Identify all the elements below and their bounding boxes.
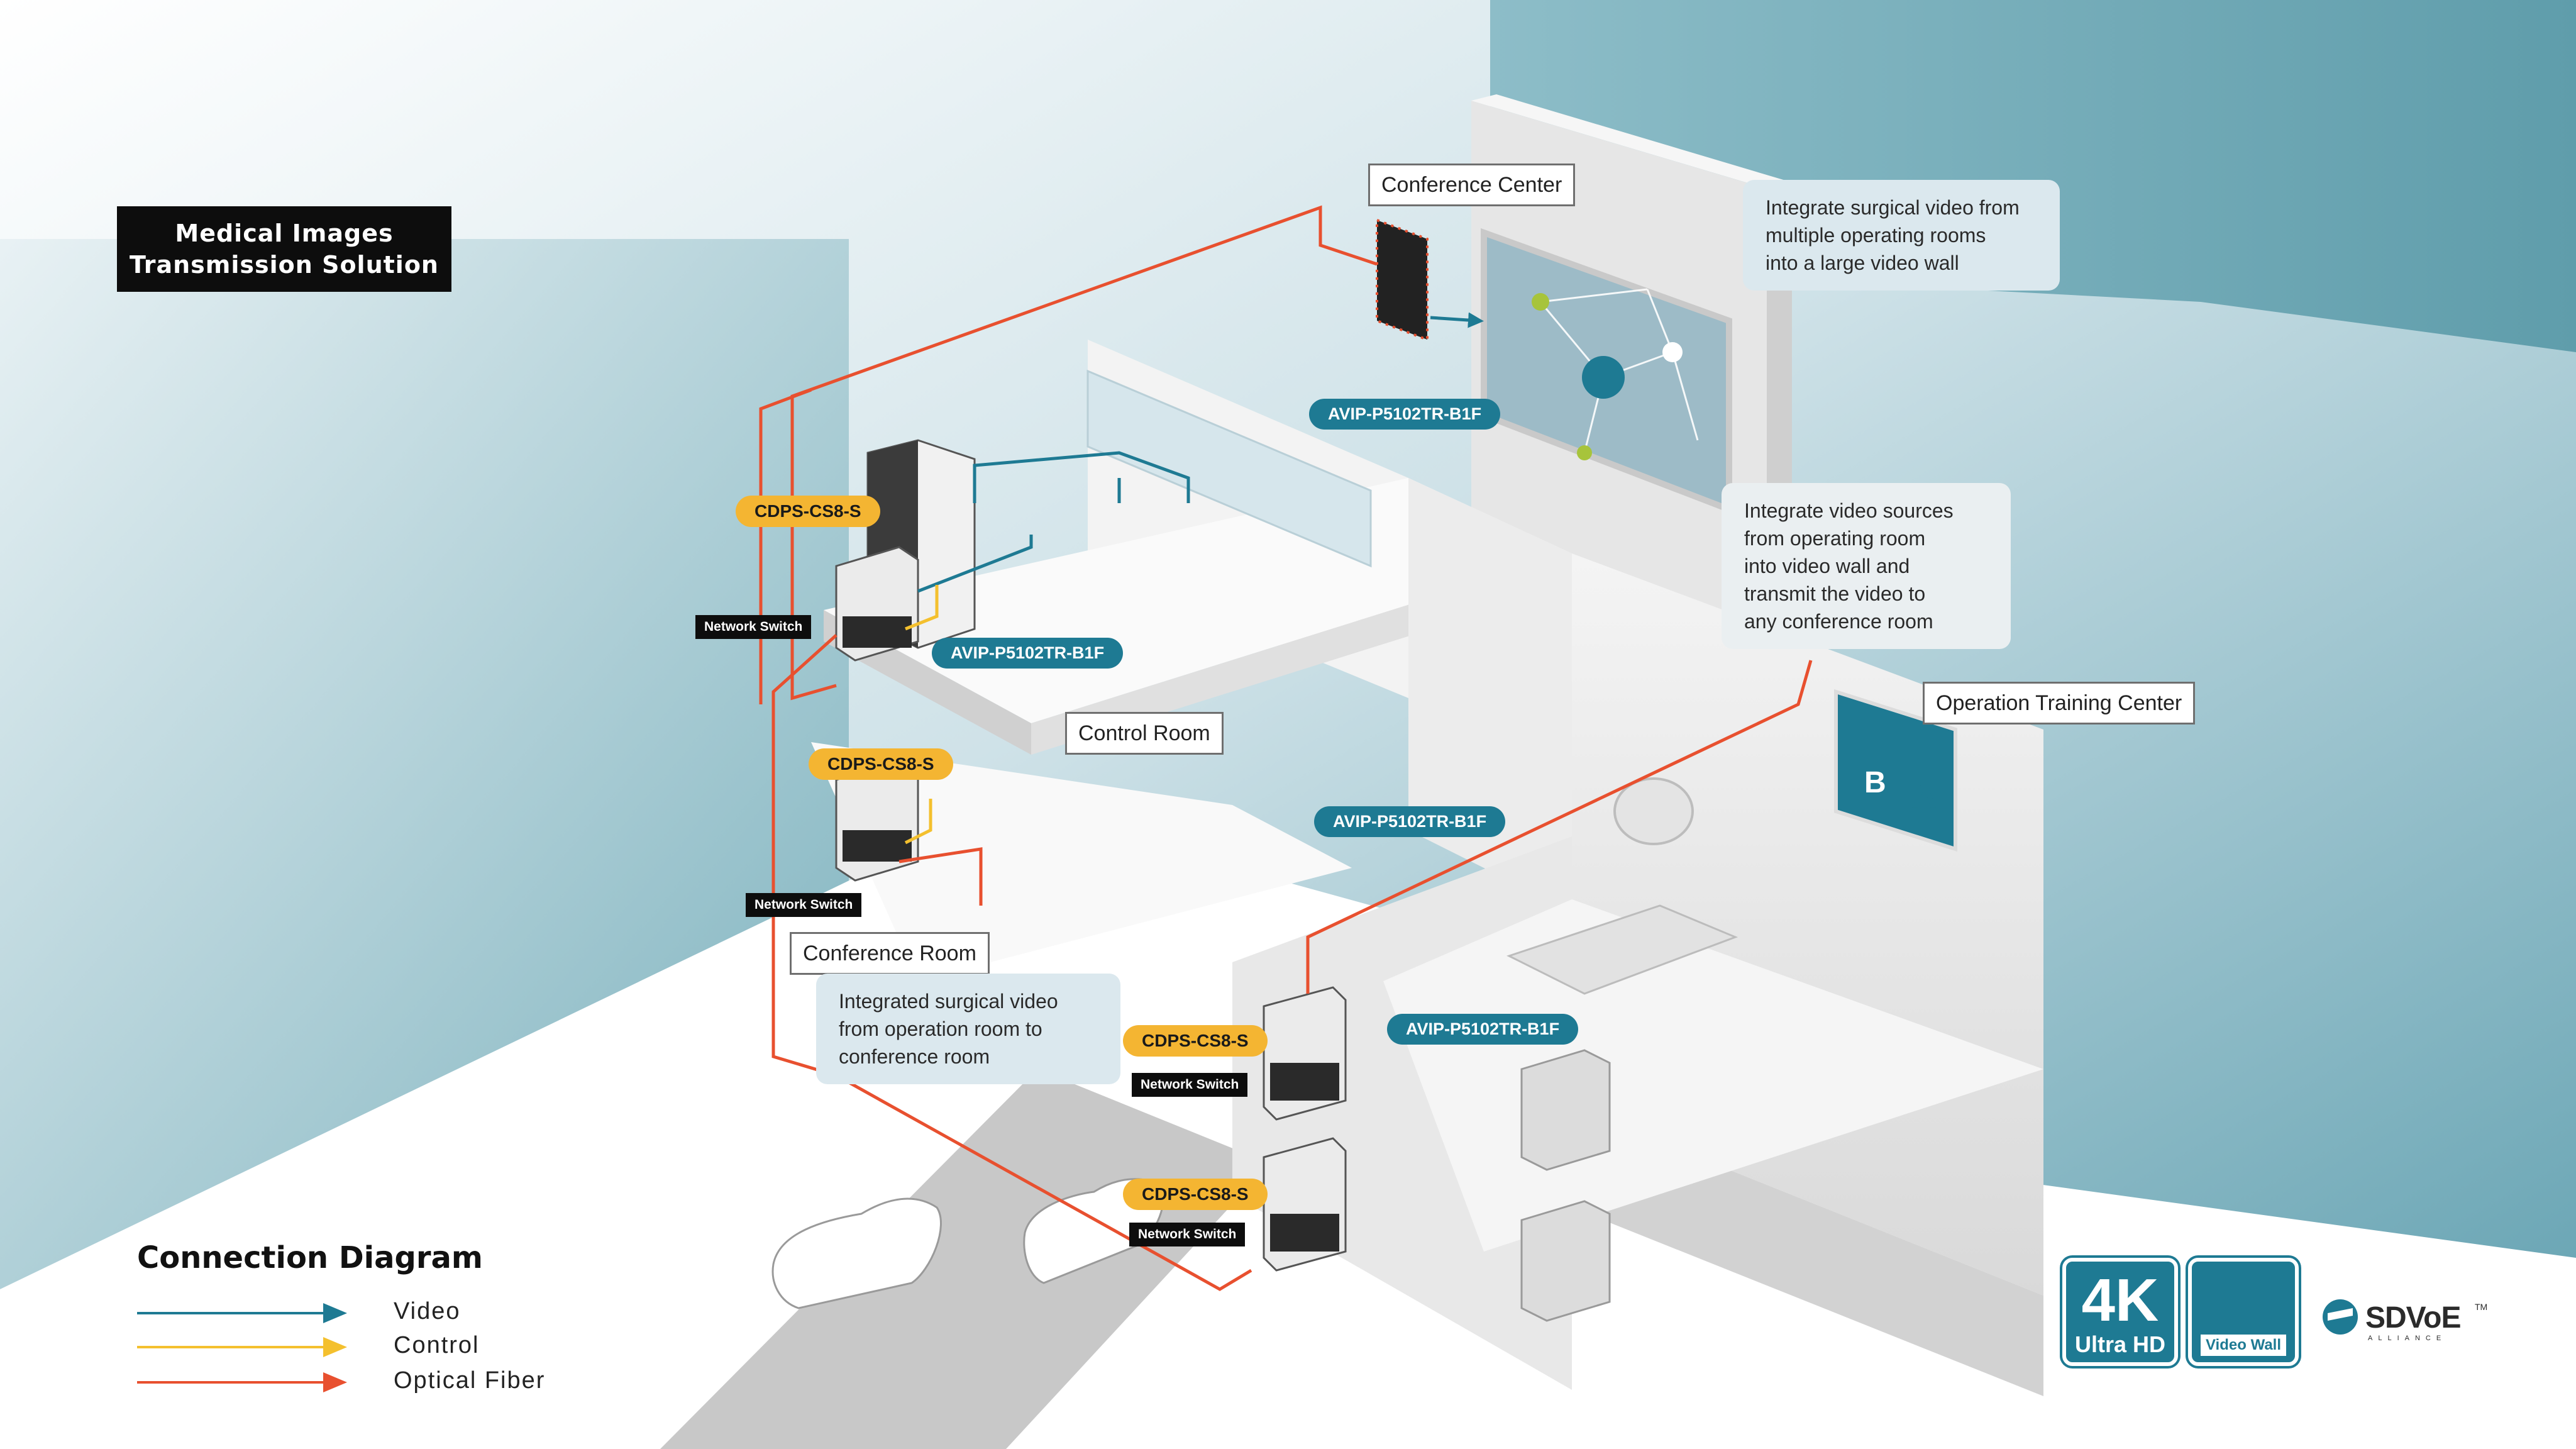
sdvoe-logo-icon <box>2323 1299 2358 1335</box>
legend-title: Connection Diagram <box>137 1240 483 1275</box>
callout-surgical-video: Integrated surgical video from operation… <box>816 974 1120 1084</box>
training-screen <box>1834 689 1957 852</box>
tag-avip-control: AVIP-P5102TR-B1F <box>932 638 1124 669</box>
fiber-training <box>1306 660 1813 994</box>
control-runs <box>904 585 939 845</box>
badge-4k-text: 4K <box>2081 1267 2159 1334</box>
legend-lines <box>137 1303 347 1392</box>
tag-network-switch-control: Network Switch <box>695 615 812 639</box>
legend-label-video: Video <box>394 1298 461 1324</box>
badge-4k-ultra-hd: 4K Ultra HD <box>2062 1258 2178 1366</box>
tag-avip-conference-center: AVIP-P5102TR-B1F <box>1309 399 1501 430</box>
legend-label-control: Control <box>394 1332 480 1358</box>
equipment-case-or-lower <box>1263 1137 1347 1272</box>
callout-sources-line: any conference room <box>1744 610 1933 633</box>
sdvoe-alliance: ALLIANCE <box>2368 1335 2447 1342</box>
tag-cdps-control: CDPS-CS8-S <box>736 496 880 527</box>
sdvoe-logo: SDVoE TM ALLIANCE <box>2319 1298 2507 1342</box>
label-control-room: Control Room <box>1065 712 1224 755</box>
legend-arrow-video <box>323 1303 347 1323</box>
equipment-case-conference <box>835 760 919 882</box>
video-runs <box>917 312 1484 593</box>
tag-avip-seating: AVIP-P5102TR-B1F <box>1314 806 1506 837</box>
video-to-wall <box>1430 312 1484 328</box>
video-control-monitors <box>973 451 1190 503</box>
fiber-conference-center <box>790 205 1378 701</box>
callout-sources-line: from operating room <box>1744 527 1926 550</box>
car-1 <box>771 1197 942 1309</box>
callout-sources-line: into video wall and <box>1744 555 1910 577</box>
label-operation-training-center: Operation Training Center <box>1923 682 2196 724</box>
badge-video-wall: Video Wall <box>2188 1258 2299 1366</box>
medical-cart-lower <box>1520 1200 1611 1322</box>
callout-surgical-line: from operation room to <box>839 1018 1042 1040</box>
callout-video-wall-line: into a large video wall <box>1766 252 1959 274</box>
tag-avip-or: AVIP-P5102TR-B1F <box>1387 1014 1579 1045</box>
tag-cdps-conference: CDPS-CS8-S <box>809 748 953 780</box>
callout-video-wall-line: multiple operating rooms <box>1766 224 1986 247</box>
fiber-lower-or <box>771 634 1252 1291</box>
tag-cdps-or-lower: CDPS-CS8-S <box>1123 1179 1268 1210</box>
conference-room-floor <box>811 742 1352 981</box>
title-text: Medical Images Transmission Solution <box>130 219 439 279</box>
equipment-case-control <box>835 546 919 662</box>
callout-sources-line: transmit the video to <box>1744 582 1926 605</box>
seating-area-wall <box>1408 478 1572 912</box>
callout-video-wall-line: Integrate surgical video from <box>1766 196 2020 219</box>
tag-network-switch-or-upper: Network Switch <box>1132 1073 1248 1097</box>
screen-letter-a: A <box>1911 776 1937 816</box>
callout-video-sources: Integrate video sources from operating r… <box>1722 483 2011 649</box>
surgical-lamp <box>1613 777 1694 845</box>
sdvoe-wordmark: SDVoE <box>2365 1301 2461 1335</box>
equipment-case-or-upper <box>1263 986 1347 1121</box>
tag-cdps-or-upper: CDPS-CS8-S <box>1123 1025 1268 1057</box>
callout-sources-line: Integrate video sources <box>1744 499 1954 522</box>
control-room-window <box>1086 369 1372 568</box>
badge-video-wall-text: Video Wall <box>2201 1335 2286 1356</box>
control-conference-room <box>904 799 932 845</box>
callout-surgical-line: conference room <box>839 1045 990 1068</box>
tag-network-switch-conference: Network Switch <box>746 893 862 917</box>
screen-letter-b: B <box>1864 766 1886 799</box>
fiber-control <box>759 388 812 704</box>
medical-cart-upper <box>1520 1049 1611 1171</box>
badge-ultra-hd-text: Ultra HD <box>2074 1331 2166 1357</box>
tag-network-switch-or-lower: Network Switch <box>1129 1223 1246 1246</box>
video-control-desk <box>917 535 1033 593</box>
road <box>660 1069 1270 1449</box>
conference-center-rack <box>1376 218 1429 341</box>
callout-surgical-line: Integrated surgical video <box>839 990 1058 1013</box>
page-title: Medical Images Transmission Solution <box>117 206 451 292</box>
fiber-runs <box>759 205 1813 1291</box>
label-conference-center: Conference Center <box>1368 164 1576 206</box>
callout-video-wall: Integrate surgical video from multiple o… <box>1743 180 2060 291</box>
label-conference-room: Conference Room <box>790 932 990 975</box>
fiber-conference-room <box>898 847 983 906</box>
legend-arrow-control <box>323 1337 347 1357</box>
operating-table <box>1506 904 1739 995</box>
sdvoe-tm: TM <box>2475 1302 2488 1312</box>
legend-arrow-fiber <box>323 1372 347 1392</box>
control-control-room <box>905 585 939 631</box>
legend-label-fiber: Optical Fiber <box>394 1367 546 1394</box>
